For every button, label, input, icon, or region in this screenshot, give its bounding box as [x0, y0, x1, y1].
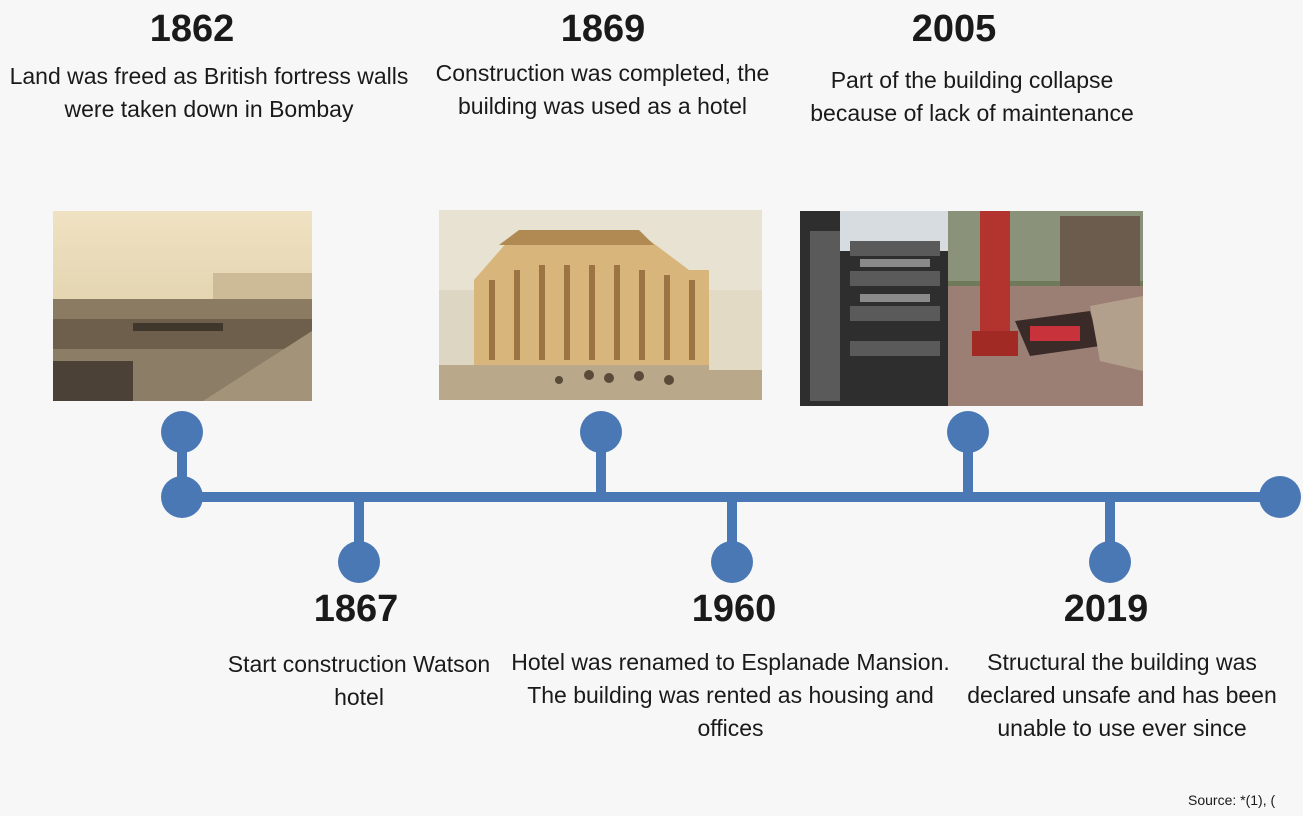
desc-2005: Part of the building collapse because of… [810, 67, 1134, 126]
desc-2019: Structural the building was declared uns… [967, 649, 1277, 741]
end-dot [1259, 476, 1301, 518]
marker-2005 [947, 411, 989, 453]
desc-1867: Start construction Watson hotel [227, 651, 491, 710]
year-2005: 2005 [911, 8, 997, 50]
collapsed-building-photos [800, 211, 1143, 406]
marker-1867 [338, 541, 380, 583]
desc-1862: Land was freed as British fortress walls… [9, 63, 409, 122]
source-note: Source: *(1), ( [1188, 792, 1276, 808]
sepia-fortress-walls-photo [53, 211, 312, 401]
watson-hotel-painting [439, 210, 762, 400]
marker-1960 [711, 541, 753, 583]
year-1867: 1867 [313, 588, 399, 630]
year-1869: 1869 [560, 8, 646, 50]
marker-1862 [161, 411, 203, 453]
desc-1869: Construction was completed, the building… [435, 60, 770, 119]
marker-1869 [580, 411, 622, 453]
year-1960: 1960 [691, 588, 777, 630]
year-2019: 2019 [1063, 588, 1149, 630]
marker-2019 [1089, 541, 1131, 583]
desc-1960: Hotel was renamed to Esplanade Mansion. … [511, 649, 950, 741]
year-1862: 1862 [149, 8, 235, 50]
start-dot [161, 476, 203, 518]
